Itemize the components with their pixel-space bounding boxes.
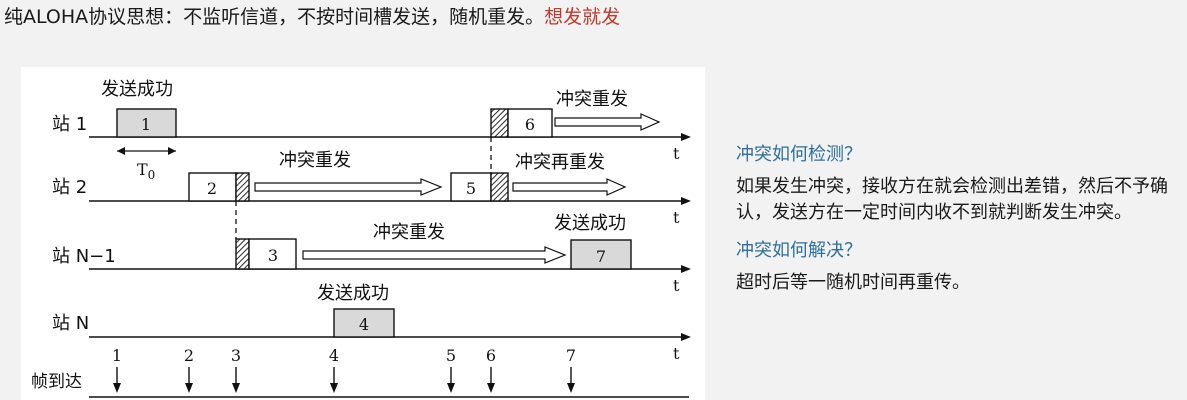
frame-5-number: 5 <box>466 179 476 198</box>
explanation-panel: 冲突如何检测？ 如果发生冲突，接收方在就会检测出差错，然后不予确认，发送方在一定… <box>736 140 1176 306</box>
t0-arrow-left <box>117 147 125 155</box>
station-label-1: 站 1 <box>52 114 87 135</box>
arrival-marker-6: 6 <box>486 346 496 393</box>
time-label-2: t <box>673 208 680 227</box>
frame-7-number: 7 <box>596 247 606 266</box>
timeline-arrowhead-n-1 <box>681 265 691 273</box>
frame-1-box <box>116 108 177 138</box>
title-main: 纯ALOHA协议思想：不监听信道，不按时间槽发送，随机重发。 <box>4 6 545 28</box>
time-label-n-1: t <box>673 276 680 295</box>
frame-1-success-note: 发送成功 <box>101 79 173 100</box>
title-highlight: 想发就发 <box>544 6 621 28</box>
retransmit-arrow-2 <box>254 178 443 196</box>
frame-2-collision-hatch <box>235 172 250 202</box>
frame-6-number: 6 <box>525 115 535 134</box>
timeline-arrowhead-2 <box>681 197 691 205</box>
arrivals-label: 帧到达 <box>31 372 82 392</box>
arrival-marker-4: 4 <box>329 346 339 393</box>
arrival-marker-1: 1 <box>112 346 122 393</box>
arrival-number-5: 5 <box>446 346 456 365</box>
frame-2-retransmit-note: 冲突重发 <box>279 150 351 171</box>
time-label-1: t <box>673 144 680 163</box>
frame-3-collision-hatch <box>235 238 250 270</box>
arrival-marker-7: 7 <box>566 346 576 393</box>
arrival-number-1: 1 <box>112 346 122 365</box>
frame-3-retransmit-note: 冲突重发 <box>373 222 445 243</box>
question-resolve-collision: 冲突如何解决？ <box>736 240 862 261</box>
arrival-number-6: 6 <box>486 346 496 365</box>
frame-6-box <box>507 108 553 138</box>
retransmit-arrow-3 <box>302 246 567 264</box>
arrival-number-7: 7 <box>566 346 576 365</box>
station-label-2: 站 2 <box>52 177 87 198</box>
frame-1-number: 1 <box>141 115 151 134</box>
station-label-n-1: 站 N−1 <box>52 246 116 267</box>
re-retransmit-arrow-5 <box>512 178 627 196</box>
frame-4-box <box>333 308 395 338</box>
frame-5-collision-hatch <box>490 172 509 202</box>
question-detect-collision: 冲突如何检测？ <box>736 144 862 165</box>
arrival-marker-2: 2 <box>184 346 194 393</box>
retransmit-arrow-6 <box>554 113 661 131</box>
frame-7-box <box>570 239 632 270</box>
arrival-marker-5: 5 <box>446 346 456 393</box>
time-label-n: t <box>673 344 680 363</box>
aloha-timeline-svg: 站 1 站 2 站 N−1 站 N t t t t 帧到达 1 发送成功 T0 … <box>31 79 691 398</box>
frame-6-retransmit-note: 冲突重发 <box>556 89 628 110</box>
arrival-number-3: 3 <box>231 346 241 365</box>
frame-6-collision-hatch <box>490 108 509 138</box>
frame-3-number: 3 <box>268 246 278 265</box>
station-label-n: 站 N <box>52 313 89 334</box>
answer-detect-collision: 如果发生冲突，接收方在就会检测出差错，然后不予确认，发送方在一定时间内收不到就判… <box>736 176 1168 223</box>
answer-resolve-collision: 超时后等一随机时间再重传。 <box>736 272 970 293</box>
frame-2-number: 2 <box>207 179 217 198</box>
frame-7-success-note: 发送成功 <box>554 213 626 234</box>
frame-3-box <box>248 238 297 270</box>
t0-arrow-right <box>168 147 176 155</box>
arrival-marker-3: 3 <box>231 346 241 393</box>
frame-4-number: 4 <box>359 315 369 334</box>
arrival-number-2: 2 <box>184 346 194 365</box>
frame-5-re-retransmit-note: 冲突再重发 <box>515 152 605 173</box>
timeline-arrowhead-1 <box>681 133 691 141</box>
page-title: 纯ALOHA协议思想：不监听信道，不按时间槽发送，随机重发。想发就发 <box>4 2 620 29</box>
t0-label: T0 <box>137 160 155 182</box>
aloha-diagram: 站 1 站 2 站 N−1 站 N t t t t 帧到达 1 发送成功 T0 … <box>21 67 705 400</box>
timeline-arrowhead-n <box>681 333 691 341</box>
arrival-number-4: 4 <box>329 346 339 365</box>
frame-4-success-note: 发送成功 <box>317 283 389 304</box>
